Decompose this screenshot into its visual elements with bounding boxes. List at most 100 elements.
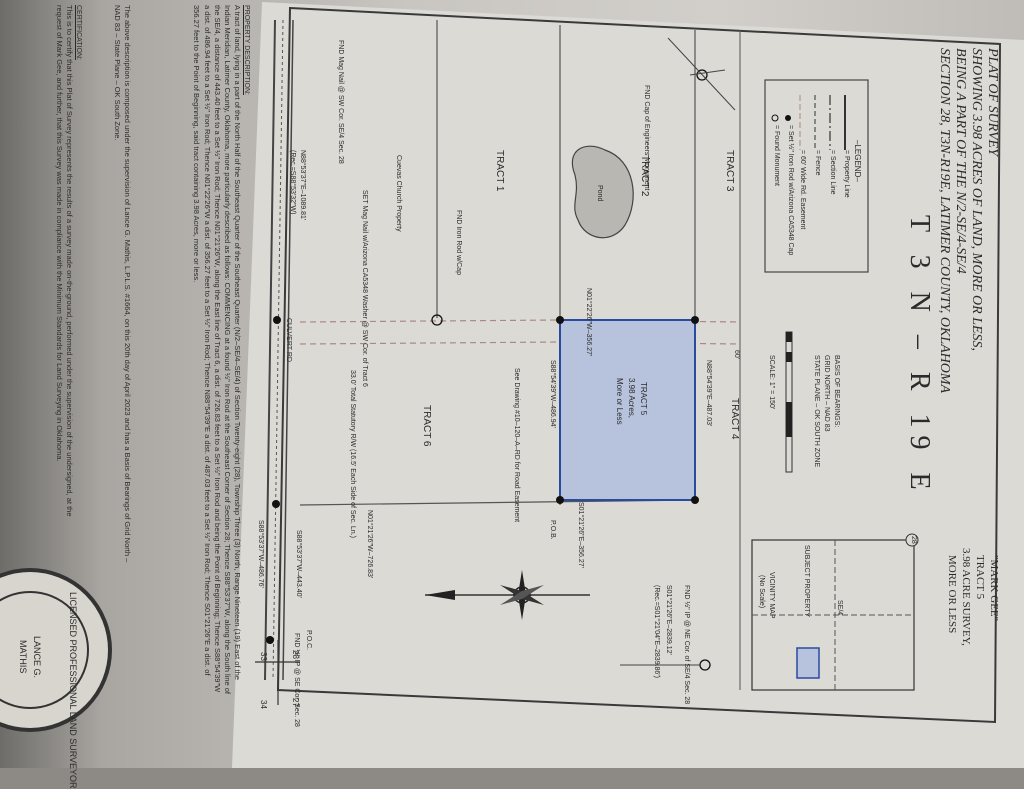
vicinity-quarter-label: SE/4 bbox=[836, 600, 843, 616]
poc-label: P.O.C. bbox=[305, 630, 312, 651]
section-34-label: 34 bbox=[259, 700, 268, 709]
section-28-label: 28 bbox=[291, 650, 300, 659]
description-note: The above description is composed under … bbox=[112, 5, 132, 563]
section-33-label: 33 bbox=[259, 652, 268, 661]
pob-label: P.O.B. bbox=[549, 520, 556, 540]
legend-item: = Found Monument bbox=[773, 125, 780, 186]
township-label: T 3 N – R 19 E bbox=[904, 215, 935, 498]
basis-line-3: STATE PLANE – OK SOUTH ZONE bbox=[813, 355, 820, 468]
tract-1-label: TRACT 1 bbox=[494, 150, 505, 192]
legend-item: = Property Line bbox=[843, 150, 850, 198]
cuevas-note: Cuevas Church Property bbox=[395, 155, 402, 232]
sixty-foot-note: 60' bbox=[733, 350, 740, 360]
found-monument bbox=[696, 69, 708, 81]
fnd-mag-note: FND Mag Nail @ SW Cor. SE/4 Sec. 28 bbox=[337, 40, 344, 164]
easement-line bbox=[299, 341, 561, 345]
tract-5-acres: 3.98 Acres, bbox=[627, 378, 636, 419]
right-line-record: (Rec.=S01°21'04"E–2839.86') bbox=[653, 585, 660, 678]
property-description-block: PROPERTY DESCRIPTION: A tract of land, l… bbox=[191, 5, 250, 705]
tract-5-more-or-less: More or Less bbox=[615, 378, 624, 425]
mark-line-1: "MARK GEE" bbox=[988, 555, 1000, 622]
basis-line-1: BASIS OF BEARINGS: bbox=[833, 355, 840, 428]
north-arrow-head bbox=[425, 590, 455, 600]
legend-box bbox=[764, 79, 869, 273]
tract-3-label: TRACT 3 bbox=[724, 150, 735, 192]
basis-line-2: GRID NORTH – NAD 83 bbox=[823, 355, 830, 432]
mark-line-3: 3.98 ACRE SURVEY, bbox=[960, 548, 972, 646]
corner-pin bbox=[273, 316, 281, 324]
vicinity-subject-parcel bbox=[796, 647, 820, 679]
seal-name-1: LANCE G. bbox=[32, 636, 42, 679]
scale-block bbox=[786, 332, 792, 342]
east-bearing: N88°54'39"E–487.03' bbox=[705, 360, 712, 427]
left-road-bearing: N88°53'37"E–1089.81' bbox=[299, 150, 306, 221]
south-bearing: S01°21'26"E–356.27' bbox=[577, 502, 584, 568]
easement-line bbox=[299, 319, 561, 323]
legend-heading: –LEGEND– bbox=[853, 140, 862, 182]
mark-line-4: MORE OR LESS bbox=[946, 555, 958, 634]
title-line-2: SHOWING 3.98 ACRES OF LAND, MORE OR LESS… bbox=[969, 48, 984, 352]
vicinity-subject-label: SUBJECT PROPERTY bbox=[803, 545, 810, 618]
right-line-bearing: S01°21'26"E–2839.12' bbox=[665, 585, 672, 655]
legend-item: = Section Line bbox=[829, 150, 836, 195]
surveyor-seal bbox=[0, 591, 89, 709]
center-bearing: N01°21'26"W–726.83' bbox=[366, 510, 373, 579]
culvert-road-label: CULVERT RD bbox=[285, 318, 292, 362]
section-27-label: 27 bbox=[291, 698, 300, 707]
scale-label: SCALE: 1" = 150' bbox=[768, 355, 775, 410]
title-line-1: PLAT OF SURVEY bbox=[985, 48, 1000, 156]
description-heading: PROPERTY DESCRIPTION: bbox=[243, 5, 250, 95]
statutory-note: 33.0' Total Statutory R/W (16.5' Each Si… bbox=[349, 370, 356, 538]
corner-pin bbox=[266, 636, 274, 644]
certification-block: CERTIFICATION: This is to certify that t… bbox=[54, 5, 82, 565]
legend-pin bbox=[785, 115, 791, 121]
vicinity-section-label: 28 bbox=[910, 536, 917, 544]
description-text: A tract of land, lying in a part of the … bbox=[192, 5, 242, 695]
set-mag-note: SET Mag Nail w/Arizona CA5348 Washer @ S… bbox=[361, 190, 368, 387]
pond-label: Pond bbox=[596, 185, 603, 202]
found-monument bbox=[431, 314, 443, 326]
tract-4-label: TRACT 4 bbox=[729, 398, 740, 440]
road-centerline bbox=[272, 19, 284, 681]
page-border bbox=[276, 6, 1002, 724]
mark-line-2: TRACT 5 bbox=[974, 555, 986, 600]
bottom-rd-bearing: S88°53'37"W–486.76' bbox=[257, 520, 264, 588]
seal-name-2: MATHIS bbox=[18, 640, 28, 674]
scale-block bbox=[786, 352, 792, 362]
fnd-cap-note: FND Cap of Engineers Monument bbox=[643, 85, 650, 191]
fnd-iron-note: FND Iron Rod w/Cap bbox=[455, 210, 462, 275]
description-note-block: The above description is composed under … bbox=[112, 5, 132, 565]
title-line-3: BEING A PART OF THE N/2-SE/4-SE/4 bbox=[953, 48, 968, 274]
legend-item: = Set ½" Iron Rod w/Arizona CA5348 Cap bbox=[787, 125, 794, 256]
seal-outer-text: LICENSED PROFESSIONAL LAND SURVEYOR bbox=[68, 592, 78, 789]
fnd-se-note: FND ½" IP @ SE Cor. Sec. 28 bbox=[293, 633, 300, 727]
west-bearing: S88°54'39"W–486.94' bbox=[549, 360, 556, 428]
certification-heading: CERTIFICATION: bbox=[75, 5, 82, 60]
left-road-record: (Rec.=S88°53'32"W) bbox=[289, 150, 296, 215]
vicinity-map-label: VICINITY MAP bbox=[768, 572, 775, 619]
drawing-note: See Drawing #10–120–A–RD for Road Easeme… bbox=[513, 368, 520, 523]
section-line-bearing: S88°53'37"W–443.40' bbox=[295, 530, 302, 598]
fnd-ne-note: FND ½" IP @ NE Cor. of SE/4 Sec. 28 bbox=[683, 585, 690, 705]
pond-shape bbox=[571, 145, 634, 239]
vicinity-section-marker bbox=[905, 533, 919, 547]
corner-pin bbox=[691, 316, 699, 324]
certification-text: This is to certify that this Plat of Sur… bbox=[54, 5, 74, 517]
corner-pin bbox=[272, 500, 280, 508]
tract-6-label: TRACT 6 bbox=[421, 405, 432, 447]
north-bearing: N01°22'26"W–356.27' bbox=[585, 288, 592, 357]
corner-pin bbox=[556, 316, 564, 324]
compass-rose bbox=[500, 585, 544, 605]
road-edge-line bbox=[282, 19, 294, 681]
monument-line bbox=[667, 37, 736, 111]
corner-pin bbox=[691, 496, 699, 504]
plat-drawing bbox=[0, 2, 1024, 768]
tract-5-parcel bbox=[559, 319, 696, 501]
corner-pin bbox=[556, 496, 564, 504]
surveyor-seal bbox=[0, 568, 112, 732]
road-edge-line bbox=[264, 19, 276, 681]
monument-line bbox=[689, 69, 726, 76]
legend-monument bbox=[771, 114, 779, 122]
title-line-4: SECTION 28, T3N-R19E, LATIMER COUNTY, OK… bbox=[937, 48, 952, 394]
